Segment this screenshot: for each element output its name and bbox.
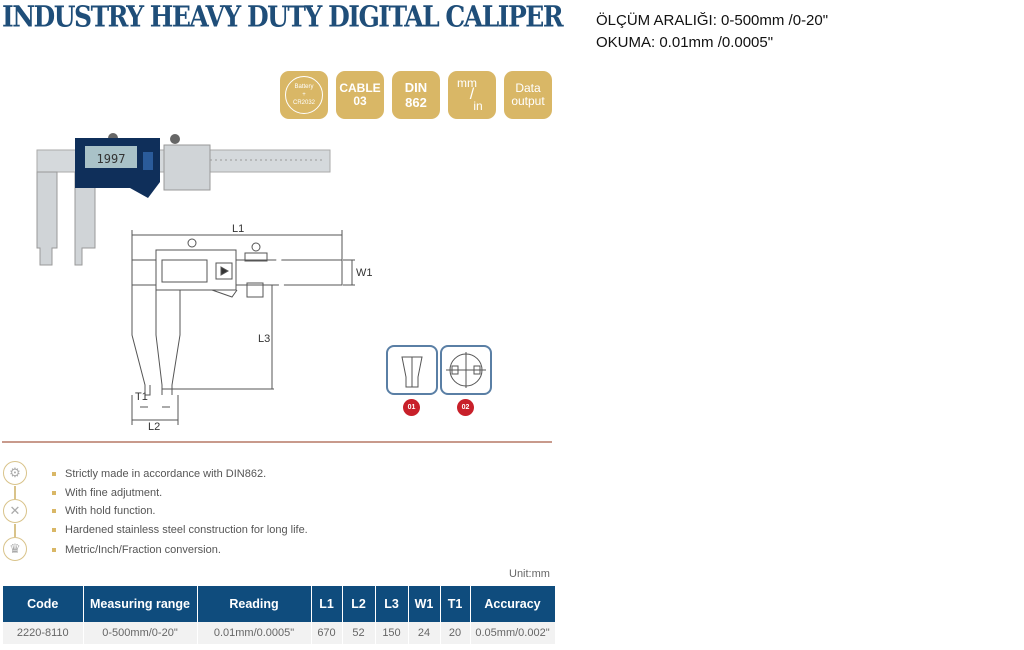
col-header: W1 xyxy=(408,586,441,622)
cell-l1: 670 xyxy=(311,622,343,644)
label-l2: L2 xyxy=(148,421,160,433)
badge-text: Data xyxy=(515,81,541,95)
col-header: L3 xyxy=(375,586,409,622)
feature-item: With fine adjutment. xyxy=(52,487,162,499)
col-header: Accuracy xyxy=(470,586,556,622)
spec-measuring-range: ÖLÇÜM ARALIĞI: 0-500mm /0-20" xyxy=(596,12,829,29)
connector-line xyxy=(14,486,16,499)
gear-icon: ⚙ xyxy=(3,461,27,485)
label-t1: T1 xyxy=(135,391,148,403)
badge-text: in xyxy=(473,99,483,113)
cell-t1: 20 xyxy=(440,622,471,644)
cell-range: 0-500mm/0-20" xyxy=(83,622,198,644)
table-row: 2220-8110 0-500mm/0-20" 0.01mm/0.0005" 6… xyxy=(3,622,556,644)
caliper-photo: 1997 xyxy=(36,133,331,266)
badge-text: 862 xyxy=(405,95,427,110)
cell-code: 2220-8110 xyxy=(3,622,84,644)
badge-text: mm xyxy=(457,76,477,90)
feature-item: With hold function. xyxy=(52,505,156,517)
col-header: L2 xyxy=(342,586,376,622)
spec-reading: OKUMA: 0.01mm /0.0005" xyxy=(596,34,774,51)
badge-text: output xyxy=(511,94,545,108)
spec-table: Code Measuring range Reading L1 L2 L3 W1… xyxy=(3,586,556,644)
cell-accuracy: 0.05mm/0.002" xyxy=(470,622,556,644)
dimension-drawing: L1 W1 L3 T1 L2 xyxy=(131,223,373,433)
table-header-row: Code Measuring range Reading L1 L2 L3 W1… xyxy=(3,586,556,622)
battery-icon: Battery + CR2032 xyxy=(285,76,323,114)
badge-battery: Battery + CR2032 xyxy=(280,71,328,119)
badge-text: DIN xyxy=(404,80,428,95)
trophy-icon: ♛ xyxy=(3,537,27,561)
col-header: Measuring range xyxy=(83,586,198,622)
tip-number-02: 02 xyxy=(457,399,474,416)
feature-item: Metric/Inch/Fraction conversion. xyxy=(52,544,221,556)
slash-icon: / xyxy=(469,86,475,103)
badge-text: CR2032 xyxy=(292,100,315,106)
badge-text: CABLE xyxy=(339,81,381,95)
cell-l2: 52 xyxy=(342,622,376,644)
tip-number-01: 01 xyxy=(403,399,420,416)
feature-item: Strictly made in accordance with DIN862. xyxy=(52,468,266,480)
unit-label: Unit:mm xyxy=(509,568,550,580)
tip-type-round xyxy=(440,345,492,395)
col-header: T1 xyxy=(440,586,471,622)
col-header: Reading xyxy=(197,586,312,622)
feature-item: Hardened stainless steel construction fo… xyxy=(52,524,308,536)
lcd-reading: 1997 xyxy=(97,152,126,166)
cell-w1: 24 xyxy=(408,622,441,644)
col-header: Code xyxy=(3,586,84,622)
label-l1: L1 xyxy=(232,223,244,235)
badge-text: + xyxy=(302,92,306,98)
knife-edge-jaw-icon xyxy=(401,356,423,388)
cell-l3: 150 xyxy=(375,622,409,644)
cell-reading: 0.01mm/0.0005" xyxy=(197,622,312,644)
tools-icon: ✕ xyxy=(3,499,27,523)
label-w1: W1 xyxy=(356,267,373,279)
round-jaw-icon xyxy=(446,352,486,388)
badge-text: Battery xyxy=(294,84,314,90)
product-title: INDUSTRY HEAVY DUTY DIGITAL CALIPER xyxy=(2,0,564,34)
badge-unit: mm/in xyxy=(448,71,496,119)
section-divider xyxy=(2,441,552,443)
label-l3: L3 xyxy=(258,333,270,345)
col-header: L1 xyxy=(311,586,343,622)
connector-line xyxy=(14,524,16,537)
badge-text: 03 xyxy=(353,94,367,108)
tip-type-knife-edge xyxy=(386,345,438,395)
